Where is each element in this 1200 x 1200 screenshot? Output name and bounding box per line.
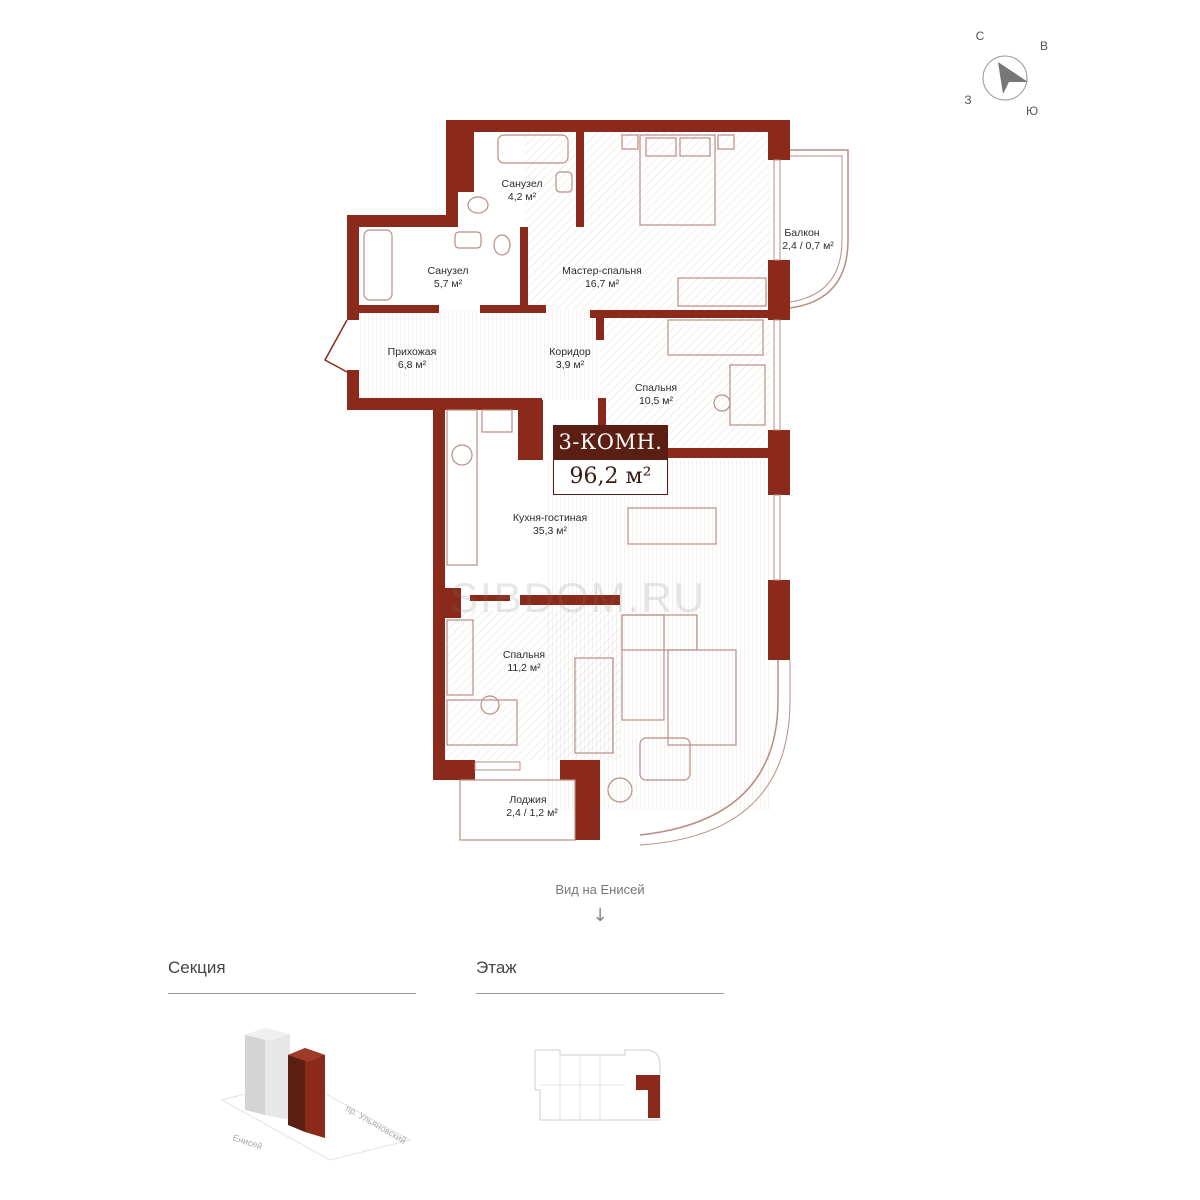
window-right-3 [773, 494, 781, 581]
room-bath1-name: Санузел [502, 178, 543, 190]
nightstand-2 [717, 134, 735, 150]
double-bed [639, 134, 716, 226]
building-active-front [288, 1048, 305, 1132]
dining-table [627, 507, 717, 545]
sofa-back [621, 614, 698, 651]
view-label: Вид на Енисей [555, 882, 645, 897]
balcony-outline-inner [789, 155, 843, 303]
room-bath1-area: 4,2 м² [508, 191, 537, 203]
coffee-area [667, 649, 737, 746]
living-window-outer [639, 660, 791, 846]
street-label-enisei: Енисей [231, 1132, 263, 1151]
compass-north: С [976, 29, 985, 43]
floor-hall [358, 310, 598, 400]
window-right-1 [773, 159, 781, 261]
kitchen-sink [481, 409, 513, 433]
sink-1 [555, 171, 573, 193]
chair-2 [480, 695, 500, 715]
bathtub-2 [363, 229, 393, 301]
loggia-window [474, 761, 521, 771]
window-right-2 [773, 319, 781, 431]
room-corridor-name: Коридор [549, 346, 591, 358]
room-bath2-area: 5,7 м² [434, 278, 463, 290]
plant-icon [607, 777, 633, 803]
room-hall-area: 6,8 м² [398, 359, 427, 371]
toilet-1 [467, 196, 489, 214]
single-bed-1 [667, 319, 764, 356]
room-kitchen-name: Кухня-гостиная [513, 512, 587, 524]
armchair [639, 737, 691, 781]
section-title: Секция [168, 958, 226, 977]
building-grey-front [245, 1028, 265, 1115]
exterior-walls [347, 120, 790, 840]
room-bedroom2-area: 11,2 м² [507, 662, 541, 674]
compass-south: Ю [1026, 104, 1038, 118]
building-active-top [288, 1048, 325, 1062]
nightstand-1 [621, 134, 639, 150]
floor-master [525, 130, 770, 310]
compass-arrow-icon [998, 62, 1028, 94]
building-active-side [305, 1048, 325, 1138]
wardrobe-master [677, 277, 767, 307]
room-bath2-name: Санузел [428, 265, 469, 277]
room-kitchen-area: 35,3 м² [533, 525, 568, 537]
room-bedroom2-name: Спальня [503, 649, 545, 661]
compass-east: В [1040, 39, 1048, 53]
chair-1 [713, 394, 731, 412]
furniture [363, 134, 767, 803]
stove-icon [451, 444, 473, 466]
single-bed-2 [574, 657, 614, 754]
desk-1 [729, 364, 766, 426]
floor-active-apartment [636, 1075, 660, 1118]
street-label-ulyanovsky: пр. Ульяновский [344, 1103, 408, 1146]
building-grey-side [265, 1028, 290, 1120]
pillow-2 [679, 137, 711, 157]
room-loggia-name: Лоджия [509, 794, 546, 806]
floor-bedroom2 [445, 610, 620, 760]
floor-divider [476, 993, 724, 994]
compass-west: З [964, 93, 971, 107]
toilet-2 [493, 234, 511, 256]
balcony-outline [789, 149, 849, 309]
section-isometric: Енисей пр. Ульяновский [220, 1028, 412, 1161]
section-divider [168, 993, 416, 994]
apartment-plan: Санузел 4,2 м² Санузел 5,7 м² Мастер-спа… [323, 120, 849, 846]
room-balcony-area: 2,4 / 0,7 м² [782, 240, 834, 252]
apartment-area-badge: 96,2 м² [553, 459, 668, 495]
bathtub-1 [497, 134, 569, 164]
floor-title: Этаж [476, 958, 517, 977]
room-hall-name: Прихожая [388, 346, 437, 358]
pillow-1 [645, 137, 677, 157]
watermark: SIBDOM.RU [450, 574, 707, 621]
sink-2 [454, 231, 482, 249]
wardrobe-bedroom2 [446, 619, 474, 696]
compass-ring [982, 55, 1028, 101]
room-master-area: 16,7 м² [585, 278, 620, 290]
living-window [639, 660, 779, 836]
room-master-name: Мастер-спальня [562, 265, 642, 277]
loggia-outline [459, 779, 576, 841]
room-bedroom1-name: Спальня [635, 382, 677, 394]
entry-door-icon [323, 319, 348, 373]
view-arrow-icon: ↓ [592, 905, 608, 926]
apartment-type-badge: 3-КОМН. [553, 425, 668, 459]
room-balcony-name: Балкон [784, 227, 819, 239]
floor-mini-plan [534, 1049, 661, 1121]
room-loggia-area: 2,4 / 1,2 м² [506, 807, 558, 819]
room-bedroom1-area: 10,5 м² [639, 395, 674, 407]
room-corridor-area: 3,9 м² [556, 359, 585, 371]
compass: С В Ю З [964, 29, 1048, 118]
building-grey-top [245, 1028, 290, 1041]
kitchen-counter [446, 409, 478, 566]
